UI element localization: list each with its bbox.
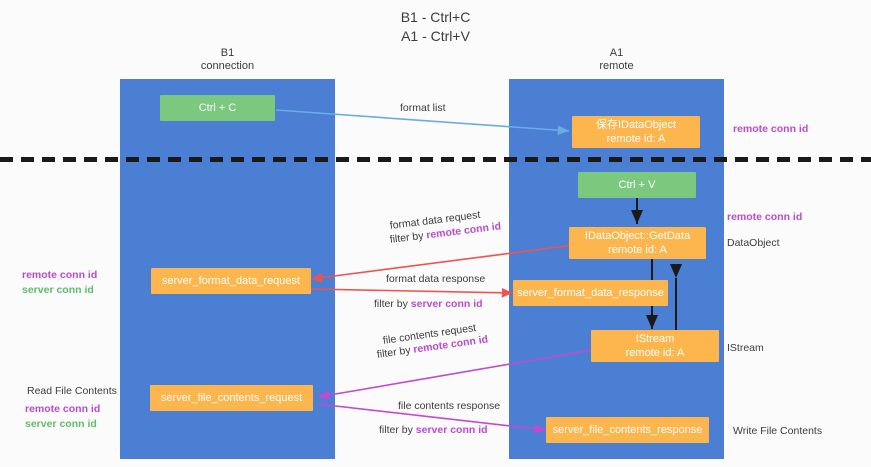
- left-label-conn-ids-mid: remote conn id server conn id: [22, 268, 97, 298]
- left-label-read-file-contents: Read File Contents: [27, 384, 117, 399]
- left-label-read-file-contents-text: Read File Contents: [27, 385, 117, 397]
- right-label-dataobject-text: DataObject: [727, 237, 780, 249]
- edge-label-format-data-response-filter-prefix: filter by: [374, 298, 411, 310]
- right-label-istream: IStream: [727, 341, 764, 356]
- divider-line: [0, 157, 871, 162]
- left-label-server-conn-id-bot: server conn id: [25, 418, 97, 430]
- lane-title-b1-name: B1: [220, 47, 235, 59]
- lane-title-b1-sub: connection: [200, 60, 255, 72]
- page-title: B1 - Ctrl+C A1 - Ctrl+V: [0, 8, 871, 46]
- node-server-file-contents-response[interactable]: server_file_contents_response: [546, 417, 709, 443]
- right-label-remote-conn-id-top: remote conn id: [733, 122, 808, 137]
- node-getdata[interactable]: IDataObject::GetData remote id: A: [569, 227, 706, 259]
- right-label-write-file-contents: Write File Contents: [733, 424, 822, 439]
- edge-label-file-contents-request-filter-prefix: filter by: [376, 343, 415, 361]
- node-getdata-line-2: remote id: A: [608, 244, 667, 256]
- edge-label-file-contents-response-text: file contents response: [398, 400, 501, 412]
- edge-label-file-contents-response-filter-prefix: filter by: [379, 424, 416, 436]
- edge-label-format-data-response: format data response: [386, 272, 485, 287]
- node-ctrl-c-label: Ctrl + C: [198, 102, 237, 114]
- left-label-remote-conn-id-bot: remote conn id: [25, 403, 101, 415]
- lane-title-a1-name: A1: [609, 47, 624, 59]
- page-title-line-2: A1 - Ctrl+V: [401, 28, 470, 44]
- node-server-format-data-request[interactable]: server_format_data_request: [151, 268, 311, 294]
- edge-label-format-data-response-filter: filter by server conn id: [374, 297, 483, 312]
- edge-label-format-list-text: format list: [400, 102, 446, 114]
- node-getdata-line-1: IDataObject::GetData: [584, 230, 691, 242]
- edge-label-format-data-response-text: format data response: [386, 273, 486, 285]
- node-istream-line-2: remote id: A: [625, 347, 685, 359]
- node-ctrl-v-label: Ctrl + V: [618, 179, 656, 191]
- node-server-format-data-response-label: server_format_data_response: [517, 287, 664, 299]
- left-label-conn-ids-bot: remote conn id server conn id: [25, 402, 100, 432]
- edge-label-format-list: format list: [400, 101, 446, 116]
- node-idataobject-line-1: 保存IDataObject: [595, 119, 677, 131]
- node-server-file-contents-request-label: server_file_contents_request: [160, 392, 303, 404]
- node-ctrl-c[interactable]: Ctrl + C: [160, 95, 275, 121]
- right-label-istream-text: IStream: [727, 342, 764, 354]
- node-idataobject[interactable]: 保存IDataObject remote id: A: [572, 116, 700, 148]
- lane-title-a1-sub: remote: [599, 60, 634, 72]
- edge-label-file-contents-response: file contents response: [398, 399, 500, 414]
- page-title-line-1: B1 - Ctrl+C: [400, 9, 471, 25]
- right-label-dataobject: DataObject: [727, 236, 780, 251]
- right-label-remote-conn-id-mid: remote conn id: [727, 210, 802, 225]
- left-label-server-conn-id-mid: server conn id: [22, 284, 94, 296]
- node-istream[interactable]: IStream remote id: A: [591, 330, 719, 362]
- lane-title-b1: B1 connection: [120, 47, 335, 73]
- left-label-remote-conn-id-mid: remote conn id: [22, 269, 98, 281]
- right-label-remote-conn-id-top-text: remote conn id: [733, 123, 809, 135]
- node-server-file-contents-request[interactable]: server_file_contents_request: [150, 385, 313, 411]
- edge-label-format-data-response-filter-key: server conn id: [410, 298, 483, 310]
- node-idataobject-line-2: remote id: A: [606, 133, 666, 145]
- right-label-write-file-contents-text: Write File Contents: [733, 425, 823, 437]
- lane-title-a1: A1 remote: [509, 47, 724, 73]
- node-ctrl-v[interactable]: Ctrl + V: [578, 172, 696, 198]
- node-server-format-data-request-label: server_format_data_request: [161, 275, 301, 287]
- node-server-file-contents-response-label: server_file_contents_response: [552, 424, 703, 436]
- node-server-format-data-response[interactable]: server_format_data_response: [513, 280, 668, 306]
- edge-label-format-data-request-filter-prefix: filter by: [389, 229, 428, 246]
- edge-label-file-contents-response-filter-key: server conn id: [415, 424, 488, 436]
- node-istream-line-1: IStream: [635, 333, 675, 345]
- right-label-remote-conn-id-mid-text: remote conn id: [727, 211, 803, 223]
- edge-label-file-contents-response-filter: filter by server conn id: [379, 423, 488, 438]
